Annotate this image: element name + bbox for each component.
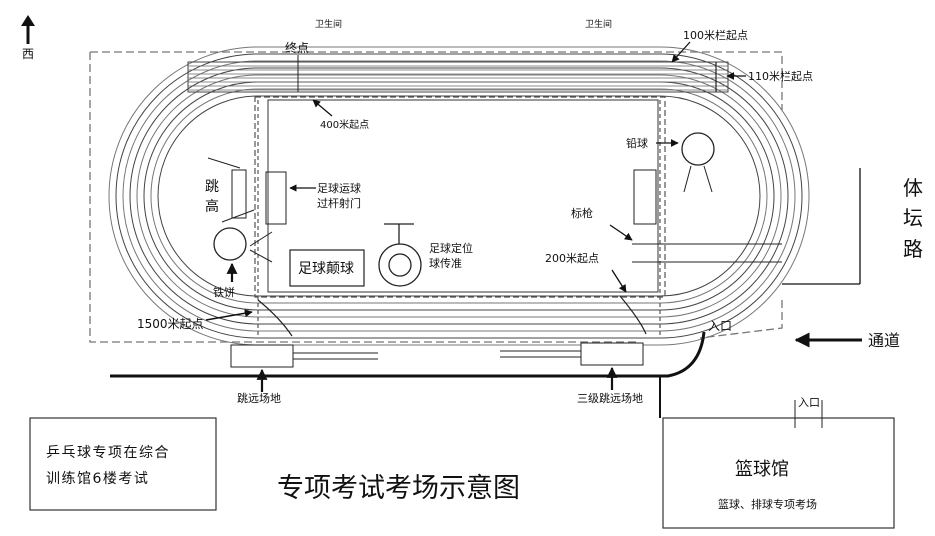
compass-arrow-icon <box>21 15 35 44</box>
note-line-2: 训练馆6楼考试 <box>46 471 149 487</box>
page-title: 专项考试考场示意图 <box>277 473 520 504</box>
track-lane <box>115 53 803 339</box>
start-400-label: 400米起点 <box>320 118 369 131</box>
basketball-gym <box>662 417 895 529</box>
track-lane <box>143 81 775 311</box>
home-straight <box>187 61 729 93</box>
discus-label: 铁饼 <box>213 285 235 299</box>
gym-name: 篮球馆 <box>735 459 789 480</box>
track-lane <box>150 88 768 304</box>
finish-label: 终点 <box>285 40 309 55</box>
dribble-area <box>265 171 287 225</box>
passing-label-2: 球传准 <box>429 256 462 270</box>
gym-sub: 篮球、排球专项考场 <box>718 497 817 511</box>
shot-put-sector-line-2 <box>703 165 713 193</box>
compass-label: 西 <box>22 47 34 61</box>
hurdles-100-arrow-icon <box>671 41 691 63</box>
track-lane <box>136 74 782 318</box>
note-line-1: 乒乓球专项在综合 <box>46 445 170 461</box>
straight-lanes <box>188 65 728 91</box>
restroom-left: 卫生间 <box>315 18 342 30</box>
start-400-arrow-icon <box>312 99 333 117</box>
juggling-label: 足球颠球 <box>298 261 354 277</box>
high-jump-label-2: 高 <box>205 198 219 215</box>
passing-target <box>378 223 422 287</box>
high-jump-label-1: 跳 <box>205 179 219 195</box>
gym-entrance-label: 入口 <box>798 396 820 409</box>
javelin-label: 标枪 <box>571 206 593 220</box>
javelin-arrow-icon <box>609 224 633 241</box>
passage-label: 通道 <box>868 331 900 350</box>
discus-sector-line-2 <box>249 249 273 263</box>
passing-label-1: 足球定位 <box>429 241 473 255</box>
triple-jump-pit <box>580 342 644 366</box>
infield-boundary <box>254 96 666 298</box>
shot-put-sector-line-1 <box>683 165 692 193</box>
long-jump-label: 跳远场地 <box>237 391 281 405</box>
hurdles-100-label: 100米栏起点 <box>683 28 748 42</box>
discus-sector-line-1 <box>249 231 273 247</box>
shot-put-label: 铅球 <box>626 136 648 150</box>
track-lane <box>108 46 810 346</box>
football-field <box>267 99 659 293</box>
stadium-boundary <box>89 51 783 343</box>
road-name-1: 体 <box>903 176 923 200</box>
dribble-label-2: 过杆射门 <box>317 196 361 210</box>
high-jump-area <box>207 157 255 223</box>
long-jump-pit <box>230 344 294 368</box>
start-1500-line <box>257 299 293 337</box>
juggling-area <box>289 249 365 287</box>
discus-circle <box>213 227 247 261</box>
shot-put-area <box>633 169 657 225</box>
start-1500-label: 1500米起点 <box>137 317 204 331</box>
start-200-label: 200米起点 <box>545 252 599 265</box>
note-box <box>29 417 217 511</box>
start-1500-arrow-icon <box>205 309 253 321</box>
triple-jump-label: 三级跳远场地 <box>577 391 643 405</box>
road-name-3: 路 <box>903 237 923 261</box>
perimeter-road <box>110 331 706 378</box>
entrance-track-label: 入口 <box>708 319 732 333</box>
road-name-2: 坛 <box>903 206 923 230</box>
shot-put-circle <box>681 132 715 166</box>
start-200-arrow-icon <box>611 269 627 293</box>
restroom-right: 卫生间 <box>585 18 612 30</box>
hurdles-110-label: 110米栏起点 <box>748 69 813 83</box>
dribble-label-1: 足球运球 <box>317 181 361 195</box>
start-200-line <box>619 295 647 335</box>
